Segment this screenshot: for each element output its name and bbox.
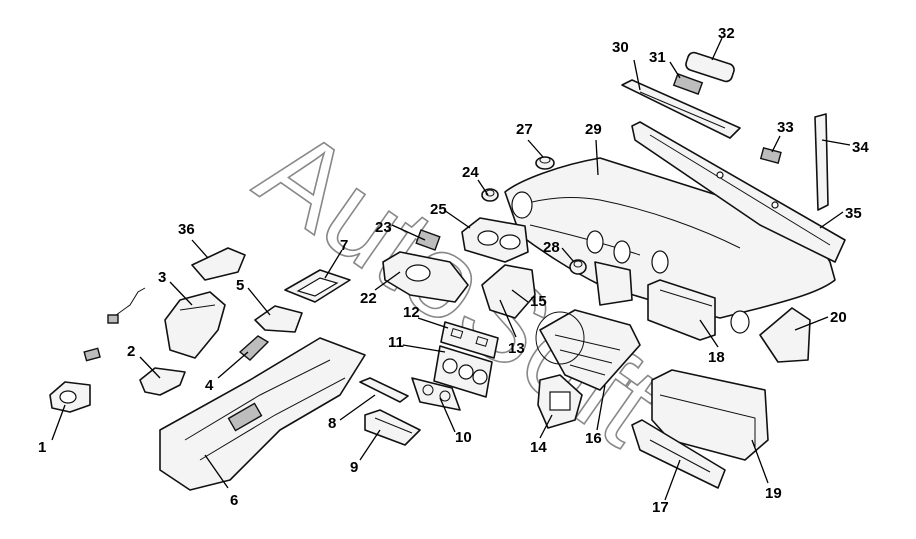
part-climate-unit xyxy=(411,377,461,411)
part-knob-24 xyxy=(481,188,499,202)
callout-12: 12 xyxy=(403,304,420,321)
callout-20: 20 xyxy=(830,309,847,326)
part-lower-panel xyxy=(382,251,469,303)
callout-22: 22 xyxy=(360,290,377,307)
callout-15: 15 xyxy=(530,293,547,310)
callout-3: 3 xyxy=(158,269,166,286)
callout-17: 17 xyxy=(652,499,669,516)
callout-19: 19 xyxy=(765,485,782,502)
part-glove-box-lid xyxy=(631,419,726,489)
part-vent-small xyxy=(672,73,704,95)
part-duct xyxy=(481,264,536,319)
part-knob-28 xyxy=(569,259,587,275)
part-center-frame xyxy=(535,309,641,391)
callout-18: 18 xyxy=(708,349,725,366)
leader-lines xyxy=(51,37,851,501)
part-airbag-module xyxy=(647,279,716,341)
part-cable xyxy=(107,287,146,324)
part-switch-panel xyxy=(440,321,499,359)
part-center-console xyxy=(159,337,366,491)
callout-9: 9 xyxy=(350,459,358,476)
callout-31: 31 xyxy=(649,49,666,66)
part-climate-control xyxy=(433,345,493,398)
callout-23: 23 xyxy=(375,219,392,236)
callout-24: 24 xyxy=(462,164,479,181)
callout-14: 14 xyxy=(530,439,547,456)
callout-5: 5 xyxy=(236,277,244,294)
part-bezel xyxy=(537,374,583,429)
callout-34: 34 xyxy=(852,139,869,156)
part-clip xyxy=(759,146,782,164)
part-cross-beam xyxy=(631,121,846,263)
callout-2: 2 xyxy=(127,343,135,360)
part-shifter-frame xyxy=(284,269,351,303)
callout-6: 6 xyxy=(230,492,238,509)
callout-27: 27 xyxy=(516,121,533,138)
callout-29: 29 xyxy=(585,121,602,138)
part-defrost-grille xyxy=(621,79,741,139)
callout-33: 33 xyxy=(777,119,794,136)
part-sensor xyxy=(535,156,555,170)
part-radio-housing xyxy=(364,409,421,446)
part-pad xyxy=(191,247,246,281)
part-power-socket xyxy=(49,381,91,413)
part-trim-strip xyxy=(359,377,409,403)
callout-30: 30 xyxy=(612,39,629,56)
callout-16: 16 xyxy=(585,430,602,447)
callout-11: 11 xyxy=(388,334,404,351)
callout-13: 13 xyxy=(508,340,525,357)
part-armrest xyxy=(164,291,226,359)
part-bracket xyxy=(814,113,829,211)
callout-labels: 1 2 3 4 5 6 7 8 9 10 11 12 13 14 15 16 1… xyxy=(38,25,869,516)
part-glove-box xyxy=(651,369,769,461)
callout-25: 25 xyxy=(430,201,447,218)
callout-4: 4 xyxy=(205,377,214,394)
part-end-cap xyxy=(759,307,811,363)
part-shift-boot xyxy=(238,335,270,361)
callout-35: 35 xyxy=(845,205,862,222)
part-plate xyxy=(254,305,303,333)
callout-1: 1 xyxy=(38,439,46,456)
callout-7: 7 xyxy=(340,237,348,254)
part-mount xyxy=(139,367,186,396)
part-instrument-cluster xyxy=(461,217,529,263)
callout-8: 8 xyxy=(328,415,336,432)
callout-36: 36 xyxy=(178,221,195,238)
callout-10: 10 xyxy=(455,429,472,446)
part-speaker-cover xyxy=(685,51,735,83)
callout-28: 28 xyxy=(543,239,560,256)
part-connector xyxy=(83,347,101,362)
callout-32: 32 xyxy=(718,25,735,42)
